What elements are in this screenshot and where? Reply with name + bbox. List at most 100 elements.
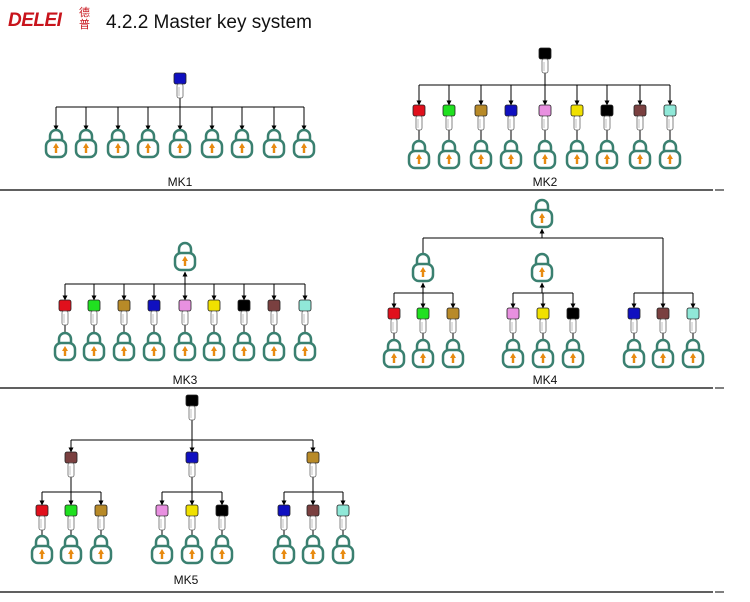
padlock-icon xyxy=(262,331,286,362)
padlock-icon xyxy=(411,338,435,369)
pink-key-icon xyxy=(506,307,520,334)
padlock-icon xyxy=(112,331,136,362)
padlock-icon xyxy=(173,331,197,362)
padlock-icon xyxy=(681,338,705,369)
black-key-icon xyxy=(185,394,199,421)
black-key-icon xyxy=(538,47,552,74)
red-key-icon xyxy=(35,504,49,531)
padlock-icon xyxy=(382,338,406,369)
pink-key-icon xyxy=(178,299,192,326)
padlock-icon xyxy=(82,331,106,362)
padlock-icon xyxy=(301,534,325,565)
padlock-icon xyxy=(530,198,554,229)
red-key-icon xyxy=(58,299,72,326)
padlock-icon xyxy=(200,128,224,159)
diagram-label-mk3: MK3 xyxy=(173,373,198,387)
padlock-icon xyxy=(411,252,435,283)
padlock-icon xyxy=(441,338,465,369)
maroon-key-icon xyxy=(656,307,670,334)
padlock-icon xyxy=(150,534,174,565)
brown-key-icon xyxy=(446,307,460,334)
padlock-icon xyxy=(531,338,555,369)
blue-key-icon xyxy=(627,307,641,334)
brown-key-icon xyxy=(306,451,320,478)
padlock-icon xyxy=(501,338,525,369)
padlock-icon xyxy=(293,331,317,362)
padlock-icon xyxy=(30,534,54,565)
yellow-key-icon xyxy=(185,504,199,531)
padlock-icon xyxy=(168,128,192,159)
brown-key-icon xyxy=(117,299,131,326)
padlock-icon xyxy=(89,534,113,565)
maroon-key-icon xyxy=(306,504,320,531)
padlock-icon xyxy=(292,128,316,159)
cyan-key-icon xyxy=(686,307,700,334)
yellow-key-icon xyxy=(536,307,550,334)
brown-key-icon xyxy=(94,504,108,531)
padlock-icon xyxy=(595,139,619,170)
pink-key-icon xyxy=(538,104,552,131)
black-key-icon xyxy=(566,307,580,334)
page-title: 4.2.2 Master key system xyxy=(106,12,312,33)
cyan-key-icon xyxy=(298,299,312,326)
maroon-key-icon xyxy=(633,104,647,131)
blue-key-icon xyxy=(185,451,199,478)
padlock-icon xyxy=(651,338,675,369)
diagram-label-mk1: MK1 xyxy=(168,175,193,189)
green-key-icon xyxy=(64,504,78,531)
padlock-icon xyxy=(74,128,98,159)
padlock-icon xyxy=(59,534,83,565)
blue-key-icon xyxy=(173,72,187,99)
padlock-icon xyxy=(202,331,226,362)
padlock-icon xyxy=(331,534,355,565)
maroon-key-icon xyxy=(267,299,281,326)
red-key-icon xyxy=(412,104,426,131)
diagram-label-mk4: MK4 xyxy=(533,373,558,387)
brand-logo-chinese: 德普 xyxy=(79,6,90,31)
cyan-key-icon xyxy=(336,504,350,531)
yellow-key-icon xyxy=(570,104,584,131)
brand-logo: DELEI xyxy=(8,10,62,31)
pink-key-icon xyxy=(155,504,169,531)
padlock-icon xyxy=(53,331,77,362)
padlock-icon xyxy=(469,139,493,170)
padlock-icon xyxy=(628,139,652,170)
blue-key-icon xyxy=(504,104,518,131)
padlock-icon xyxy=(106,128,130,159)
padlock-icon xyxy=(44,128,68,159)
padlock-icon xyxy=(622,338,646,369)
padlock-icon xyxy=(658,139,682,170)
yellow-key-icon xyxy=(207,299,221,326)
padlock-icon xyxy=(533,139,557,170)
maroon-key-icon xyxy=(64,451,78,478)
padlock-icon xyxy=(437,139,461,170)
cyan-key-icon xyxy=(663,104,677,131)
padlock-icon xyxy=(230,128,254,159)
padlock-icon xyxy=(180,534,204,565)
brown-key-icon xyxy=(474,104,488,131)
padlock-icon xyxy=(173,241,197,272)
padlock-icon xyxy=(272,534,296,565)
green-key-icon xyxy=(87,299,101,326)
green-key-icon xyxy=(416,307,430,334)
padlock-icon xyxy=(142,331,166,362)
black-key-icon xyxy=(237,299,251,326)
blue-key-icon xyxy=(277,504,291,531)
padlock-icon xyxy=(499,139,523,170)
diagram-label-mk2: MK2 xyxy=(533,175,558,189)
black-key-icon xyxy=(215,504,229,531)
padlock-icon xyxy=(232,331,256,362)
padlock-icon xyxy=(530,252,554,283)
padlock-icon xyxy=(565,139,589,170)
padlock-icon xyxy=(210,534,234,565)
red-key-icon xyxy=(387,307,401,334)
padlock-icon xyxy=(407,139,431,170)
blue-key-icon xyxy=(147,299,161,326)
black-key-icon xyxy=(600,104,614,131)
padlock-icon xyxy=(136,128,160,159)
green-key-icon xyxy=(442,104,456,131)
diagram-label-mk5: MK5 xyxy=(174,573,199,587)
padlock-icon xyxy=(262,128,286,159)
padlock-icon xyxy=(561,338,585,369)
